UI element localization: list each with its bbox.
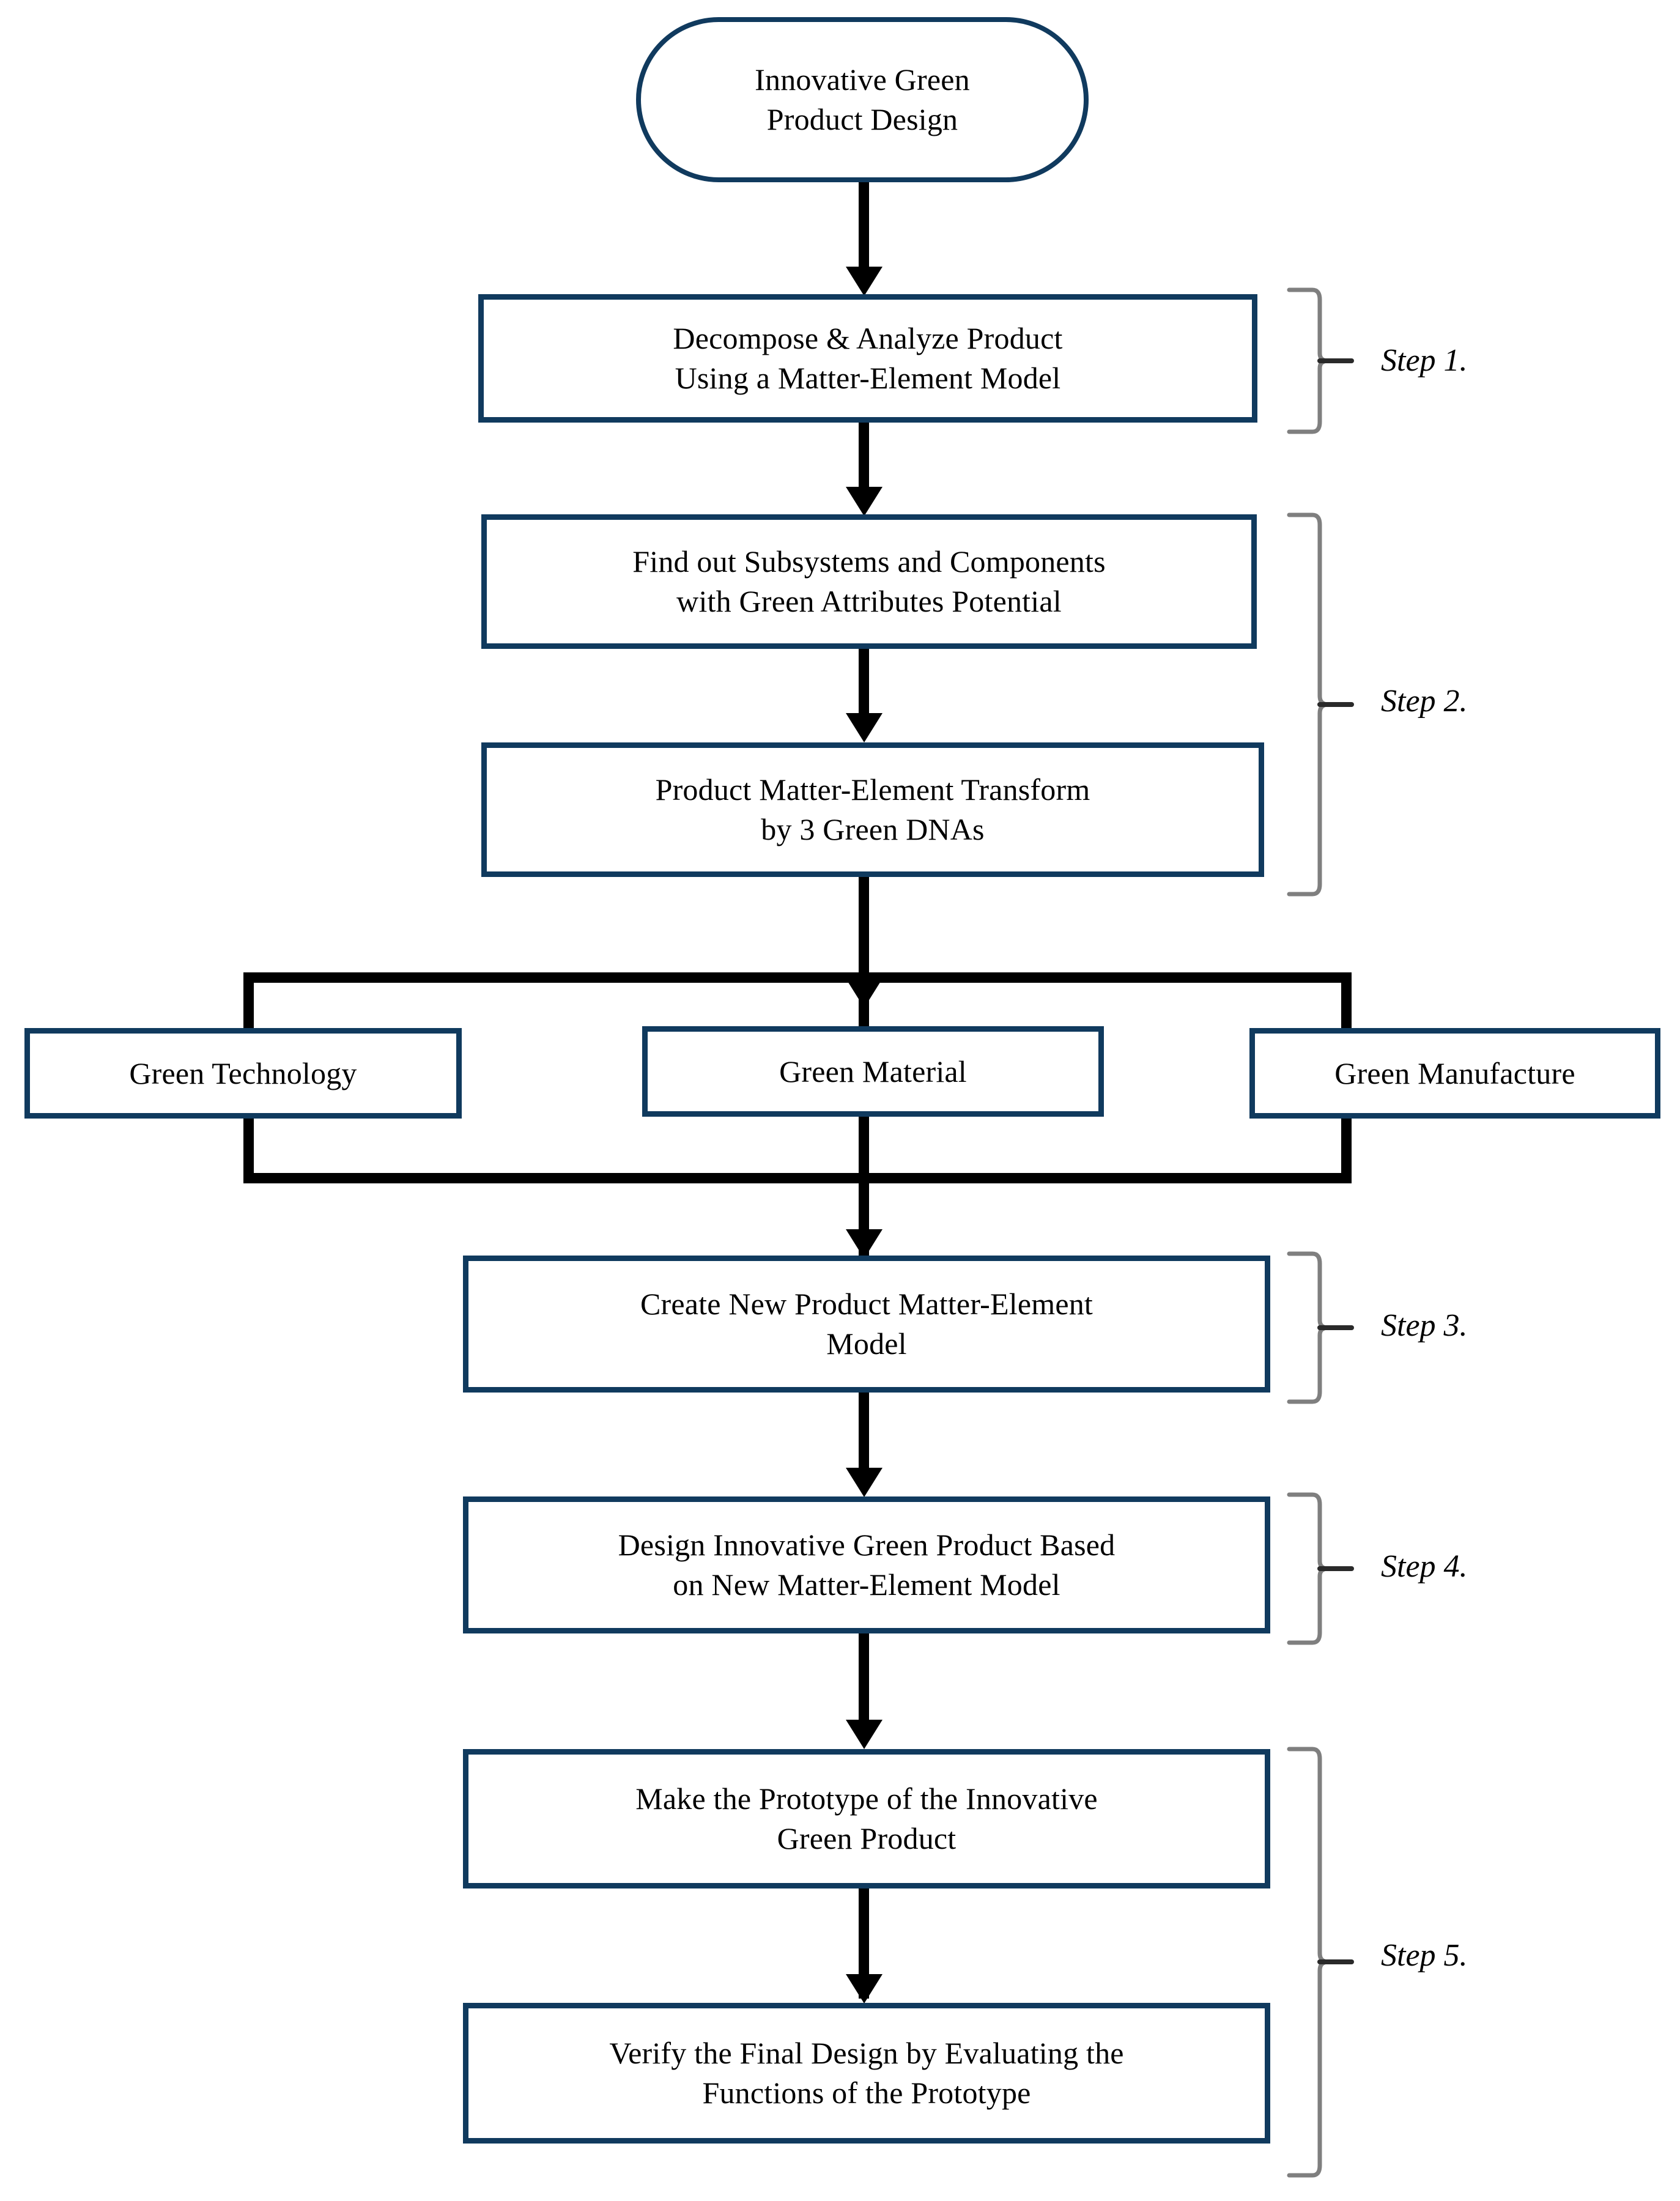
connector-rail-to-green-technology	[243, 972, 254, 1035]
node-design-innovative-green-product[interactable]: Design Innovative Green Product Based on…	[463, 1496, 1270, 1633]
arrowhead-branch-rail	[846, 978, 883, 1008]
brace-step-3	[1287, 1251, 1361, 1404]
node-label: Create New Product Matter-Element Model	[640, 1287, 1093, 1361]
node-label: Find out Subsystems and Components with …	[632, 544, 1106, 618]
node-label: Decompose & Analyze Product Using a Matt…	[673, 321, 1063, 395]
node-innovative-green-product-design[interactable]: Innovative Green Product Design	[636, 17, 1089, 182]
arrowhead-design-product	[846, 1468, 883, 1497]
node-green-manufacture[interactable]: Green Manufacture	[1249, 1028, 1660, 1119]
arrowhead-find-subsystems	[846, 487, 883, 516]
connector-terminator-to-decompose	[859, 182, 869, 269]
connector-prototype-to-verify	[859, 1888, 869, 1999]
brace-step-1	[1287, 287, 1361, 434]
branch-rail-top	[243, 972, 1352, 983]
node-decompose-analyze-product[interactable]: Decompose & Analyze Product Using a Matt…	[478, 294, 1257, 423]
brace-step-4	[1287, 1492, 1361, 1645]
node-find-subsystems-components[interactable]: Find out Subsystems and Components with …	[481, 514, 1257, 649]
connector-decompose-to-find-subsystems	[859, 423, 869, 490]
node-make-prototype[interactable]: Make the Prototype of the Innovative Gre…	[463, 1749, 1270, 1888]
node-label: Green Technology	[129, 1056, 357, 1090]
arrowhead-create-model	[846, 1229, 883, 1259]
brace-step-2	[1287, 512, 1361, 897]
node-label: Green Manufacture	[1334, 1056, 1575, 1090]
arrowhead-transform	[846, 713, 883, 742]
step-label-2: Step 2.	[1381, 684, 1468, 719]
node-label: Design Innovative Green Product Based on…	[618, 1528, 1116, 1602]
step-label-1: Step 1.	[1381, 343, 1468, 378]
node-verify-final-design[interactable]: Verify the Final Design by Evaluating th…	[463, 2003, 1270, 2144]
node-green-material[interactable]: Green Material	[642, 1026, 1104, 1117]
node-label: Innovative Green Product Design	[755, 62, 970, 136]
connector-green-material-to-rail	[859, 1113, 869, 1185]
node-create-new-product-model[interactable]: Create New Product Matter-Element Model	[463, 1256, 1270, 1393]
connector-design-product-to-prototype	[859, 1633, 869, 1736]
step-label-3: Step 3.	[1381, 1308, 1468, 1343]
connector-find-subsystems-to-transform	[859, 649, 869, 716]
connector-green-manufacture-to-rail	[1341, 1117, 1352, 1183]
arrowhead-verify-design	[846, 1974, 883, 2003]
arrowhead-make-prototype	[846, 1720, 883, 1749]
arrowhead-decompose	[846, 267, 883, 296]
connector-rail-to-green-manufacture	[1341, 972, 1352, 1035]
node-product-matter-element-transform[interactable]: Product Matter-Element Transform by 3 Gr…	[481, 742, 1264, 877]
node-label: Product Matter-Element Transform by 3 Gr…	[655, 772, 1090, 846]
connector-create-model-to-design-product	[859, 1393, 869, 1484]
node-label: Make the Prototype of the Innovative Gre…	[635, 1781, 1098, 1855]
connector-green-technology-to-rail	[243, 1117, 254, 1183]
step-label-4: Step 4.	[1381, 1549, 1468, 1584]
node-label: Verify the Final Design by Evaluating th…	[609, 2036, 1124, 2110]
node-green-technology[interactable]: Green Technology	[24, 1028, 462, 1119]
brace-step-5	[1287, 1747, 1361, 2178]
branch-rail-bottom	[243, 1173, 1352, 1183]
step-label-5: Step 5.	[1381, 1938, 1468, 1973]
node-label: Green Material	[779, 1054, 967, 1089]
